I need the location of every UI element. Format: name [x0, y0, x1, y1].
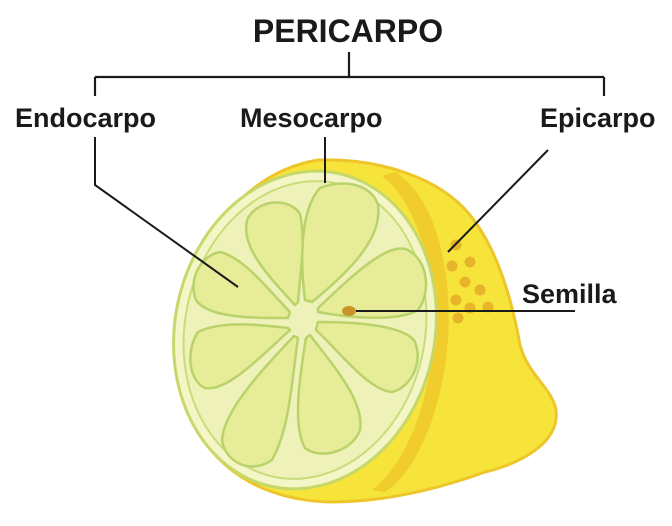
- diagram-title: PERICARPO: [253, 13, 443, 49]
- leader-lines: [94, 137, 575, 312]
- segment-lower-right: [296, 333, 362, 455]
- leader-endocarp: [94, 137, 239, 288]
- segment-right: [314, 320, 419, 394]
- segment-bottom: [220, 334, 300, 468]
- peel-rim: [372, 172, 449, 492]
- segment-upper-left: [245, 201, 304, 307]
- label-epicarp: Epicarpo: [540, 103, 656, 133]
- leader-epicarp: [447, 149, 549, 253]
- segment-left: [192, 250, 292, 320]
- lemon-illustration: [172, 158, 558, 504]
- seed-shape: [342, 306, 356, 316]
- pericarp-bracket: [93, 52, 606, 96]
- oil-glands: [446, 239, 494, 324]
- label-endocarp: Endocarpo: [15, 103, 156, 133]
- segment-upper-right: [316, 247, 428, 320]
- segment-lower-left: [189, 323, 292, 390]
- label-mesocarp: Mesocarpo: [240, 103, 383, 133]
- pulp-segments: [189, 182, 428, 468]
- label-seed: Semilla: [522, 279, 618, 309]
